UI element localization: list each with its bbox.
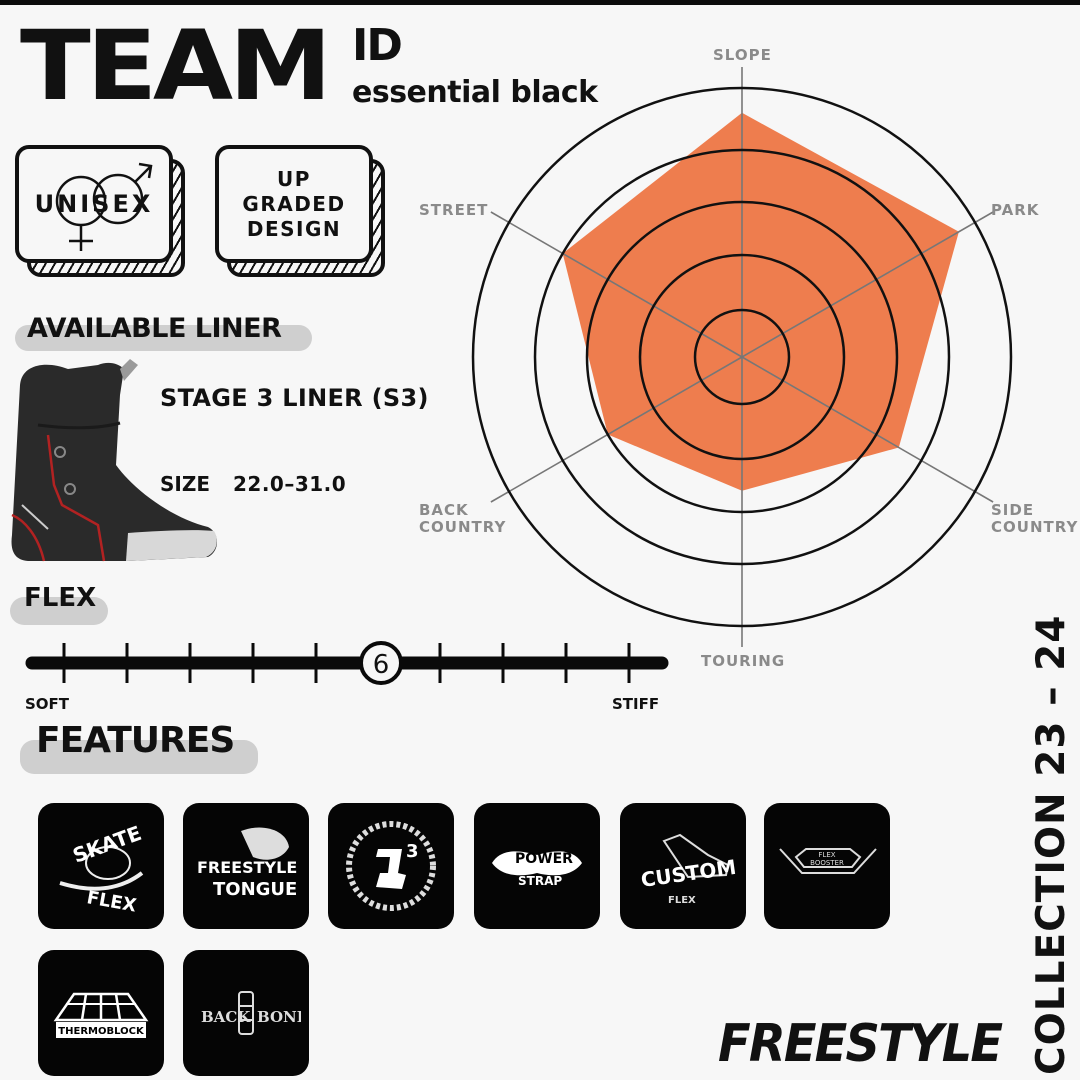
svg-text:BOOSTER: BOOSTER — [810, 859, 844, 867]
backbone-icon: BACK BONE — [201, 991, 301, 1035]
header-pill — [10, 597, 108, 625]
axis-label-street: STREET — [419, 201, 489, 219]
feature-j3: 3 — [328, 803, 454, 929]
feature-backbone: BACK BONE — [183, 950, 309, 1076]
upgraded-line-1: UP — [277, 166, 311, 191]
liner-boot-image — [11, 359, 218, 562]
svg-text:BONE: BONE — [257, 1008, 301, 1026]
flex-value: 6 — [373, 650, 390, 680]
thermoblock-icon: THERMOBLOCK — [53, 992, 149, 1038]
svg-text:CUSTOM: CUSTOM — [639, 855, 737, 892]
svg-text:POWER: POWER — [515, 851, 573, 867]
liner-name: STAGE 3 LINER (S3) — [160, 384, 429, 412]
svg-text:BACK: BACK — [201, 1008, 251, 1026]
product-title: TEAM — [20, 10, 332, 122]
product-title-superscript: ID — [352, 20, 403, 71]
flex-scale: 6 — [25, 641, 669, 685]
unisex-label: UNISEX — [34, 190, 154, 218]
custom-flex-icon: CUSTOM FLEX — [639, 833, 738, 906]
unisex-badge: UNISEX — [15, 145, 185, 277]
flex-stiff-label: STIFF — [612, 695, 660, 713]
upgraded-design-badge: UP GRADED DESIGN — [215, 145, 385, 277]
product-subtitle: essential black — [352, 75, 598, 110]
flex-soft-label: SOFT — [25, 695, 70, 713]
svg-text:3: 3 — [406, 841, 419, 862]
svg-text:FLEX: FLEX — [85, 887, 138, 916]
features-header: FEATURES — [20, 720, 258, 774]
header-pill — [15, 325, 312, 351]
power-strap-icon: POWER STRAP — [492, 851, 582, 888]
axis-label-park: PARK — [991, 201, 1040, 219]
feature-skate-flex: SKATE FLEX — [38, 803, 164, 929]
upgraded-line-3: DESIGN — [246, 216, 342, 241]
freestyle-tongue-icon: FREESTYLE TONGUE — [197, 827, 297, 900]
feature-freestyle-tongue: FREESTYLE TONGUE — [183, 803, 309, 929]
flex-ticks — [62, 643, 631, 683]
j3-icon: 3 — [346, 821, 436, 911]
flex-marker — [359, 641, 403, 685]
axis-label-back-country: BACK COUNTRY — [419, 501, 507, 536]
svg-text:FREESTYLE: FREESTYLE — [197, 858, 297, 877]
axis-label-side-country: SIDE COUNTRY — [991, 501, 1079, 536]
badge-face: UP GRADED DESIGN — [215, 145, 373, 263]
flex-booster-icon: FLEX BOOSTER — [779, 848, 877, 874]
flex-label: FLEX — [24, 583, 97, 613]
svg-text:FLEX: FLEX — [668, 895, 696, 906]
size-value: 22.0–31.0 — [233, 472, 347, 496]
skate-flex-icon: SKATE FLEX — [59, 821, 145, 917]
svg-text:SKATE: SKATE — [70, 821, 145, 868]
svg-text:STRAP: STRAP — [518, 874, 562, 888]
features-label: FEATURES — [36, 720, 235, 761]
axis-label-slope: SLOPE — [713, 46, 772, 64]
top-border — [0, 0, 1080, 5]
feature-power-strap: POWER STRAP — [474, 803, 600, 929]
size-label: SIZE — [160, 472, 211, 496]
axis-label-touring: TOURING — [701, 652, 786, 670]
available-liner-label: AVAILABLE LINER — [27, 313, 282, 344]
feature-custom-flex: CUSTOM FLEX — [620, 803, 746, 929]
feature-thermoblock: THERMOBLOCK — [38, 950, 164, 1076]
header-pill — [20, 740, 258, 774]
flex-header: FLEX — [10, 583, 108, 625]
svg-text:FLEX: FLEX — [818, 851, 835, 859]
radar-data-polygon — [562, 112, 959, 491]
gender-symbols-icon — [55, 162, 153, 251]
feature-flex-booster: FLEX BOOSTER — [764, 803, 890, 929]
riding-style-radar-chart — [471, 67, 1013, 647]
category-label: FREESTYLE — [718, 1014, 1003, 1074]
upgraded-line-2: GRADED — [242, 191, 346, 216]
badge-face: UNISEX — [15, 145, 173, 263]
radar-axes — [490, 67, 994, 647]
svg-text:TONGUE: TONGUE — [213, 879, 297, 900]
collection-label: COLLECTION 23 – 24 — [1029, 614, 1074, 1075]
available-liner-header: AVAILABLE LINER — [15, 313, 312, 351]
radar-rings — [471, 86, 1013, 628]
svg-text:THERMOBLOCK: THERMOBLOCK — [58, 1026, 145, 1037]
